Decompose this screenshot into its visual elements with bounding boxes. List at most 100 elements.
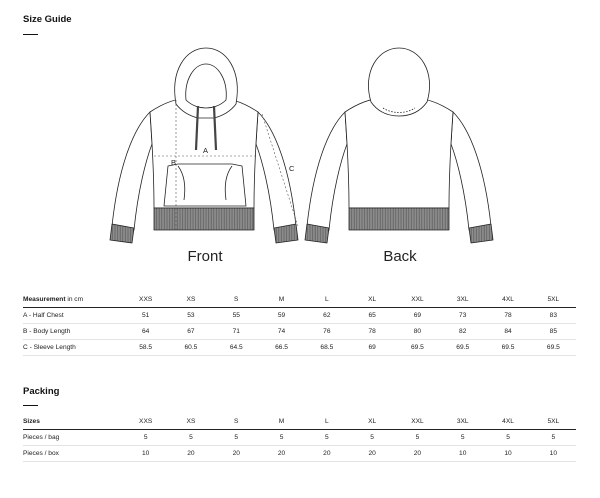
size-header: XL <box>349 414 395 430</box>
packing-title: Packing <box>23 386 60 397</box>
table-cell: 65 <box>349 307 395 324</box>
table-cell: 69.5 <box>530 339 576 356</box>
back-hem <box>348 207 450 231</box>
measurement-header-label: Measurement in cm <box>23 292 123 308</box>
table-cell: 20 <box>258 445 305 462</box>
table-cell: 78 <box>349 323 395 340</box>
table-cell: 5 <box>123 429 169 446</box>
table-row: A - Half Chest 51 53 55 59 62 65 69 73 7… <box>23 307 576 324</box>
table-cell: 69 <box>394 307 441 324</box>
size-guide-title: Size Guide <box>23 14 72 25</box>
front-hem <box>153 207 255 231</box>
table-cell: 82 <box>440 323 486 340</box>
size-header: XXL <box>394 414 441 430</box>
table-cell: 20 <box>168 445 214 462</box>
measurement-table: Measurement in cm XXS XS S M L XL XXL 3X… <box>23 292 576 356</box>
back-left-cuff <box>304 223 330 244</box>
table-cell: 69.5 <box>394 339 441 356</box>
dim-label-b: B <box>171 158 176 167</box>
table-cell: 5 <box>258 429 305 446</box>
size-header: 5XL <box>530 414 576 430</box>
table-cell: 5 <box>440 429 486 446</box>
table-cell: 20 <box>304 445 350 462</box>
table-cell: 83 <box>530 307 576 324</box>
back-left-sleeve <box>306 111 348 231</box>
packing-header-label: Sizes <box>23 414 123 430</box>
measurement-guides <box>154 100 299 230</box>
table-cell: 74 <box>258 323 305 340</box>
front-label: Front <box>187 248 223 265</box>
row-label: Pieces / box <box>23 445 123 462</box>
table-row: Pieces / box 10 20 20 20 20 20 20 10 10 … <box>23 445 576 462</box>
table-cell: 67 <box>168 323 214 340</box>
table-cell: 69.5 <box>485 339 531 356</box>
packing-table: Sizes XXS XS S M L XL XXL 3XL 4XL 5XL Pi… <box>23 414 576 462</box>
back-right-sleeve <box>450 111 492 231</box>
table-cell: 66.5 <box>258 339 305 356</box>
front-left-cuff <box>109 223 135 244</box>
size-header: S <box>213 292 259 308</box>
table-cell: 76 <box>304 323 350 340</box>
table-cell: 55 <box>213 307 259 324</box>
table-cell: 10 <box>530 445 576 462</box>
size-header: 3XL <box>440 414 486 430</box>
size-header: XXS <box>123 414 169 430</box>
table-cell: 5 <box>485 429 531 446</box>
row-label: B - Body Length <box>23 323 123 340</box>
table-cell: 10 <box>485 445 531 462</box>
measurement-header-row: Measurement in cm XXS XS S M L XL XXL 3X… <box>23 292 576 308</box>
size-header: M <box>258 292 305 308</box>
back-view-hoodie <box>304 47 494 244</box>
table-cell: 5 <box>394 429 441 446</box>
size-header: M <box>258 414 305 430</box>
front-right-cuff <box>273 223 299 244</box>
size-header: S <box>213 414 259 430</box>
size-header: XXL <box>394 292 441 308</box>
size-header: XXS <box>123 292 169 308</box>
table-cell: 71 <box>213 323 259 340</box>
size-header: L <box>304 292 350 308</box>
table-cell: 60.5 <box>168 339 214 356</box>
dim-label-c: C <box>289 164 295 173</box>
table-cell: 20 <box>349 445 395 462</box>
table-cell: 58.5 <box>123 339 169 356</box>
table-row: Pieces / bag 5 5 5 5 5 5 5 5 5 5 <box>23 429 576 446</box>
table-cell: 5 <box>530 429 576 446</box>
table-row: C - Sleeve Length 58.5 60.5 64.5 66.5 68… <box>23 339 576 356</box>
size-header: 5XL <box>530 292 576 308</box>
table-cell: 59 <box>258 307 305 324</box>
table-cell: 62 <box>304 307 350 324</box>
table-cell: 5 <box>168 429 214 446</box>
size-header: 3XL <box>440 292 486 308</box>
row-label: C - Sleeve Length <box>23 339 123 356</box>
row-label: Pieces / bag <box>23 429 123 446</box>
table-cell: 5 <box>213 429 259 446</box>
front-view-hoodie <box>109 47 299 244</box>
table-cell: 84 <box>485 323 531 340</box>
size-header: XL <box>349 292 395 308</box>
front-left-sleeve <box>111 111 153 231</box>
table-cell: 80 <box>394 323 441 340</box>
table-cell: 10 <box>440 445 486 462</box>
size-header: XS <box>168 292 214 308</box>
packing-header-row: Sizes XXS XS S M L XL XXL 3XL 4XL 5XL <box>23 414 576 430</box>
table-cell: 64 <box>123 323 169 340</box>
dim-label-a: A <box>203 146 208 155</box>
row-label: A - Half Chest <box>23 307 123 324</box>
table-cell: 5 <box>349 429 395 446</box>
table-cell: 73 <box>440 307 486 324</box>
back-right-cuff <box>468 223 494 244</box>
size-header: 4XL <box>485 414 531 430</box>
table-cell: 69.5 <box>440 339 486 356</box>
table-cell: 20 <box>213 445 259 462</box>
back-hood <box>368 47 430 117</box>
size-header: XS <box>168 414 214 430</box>
table-cell: 53 <box>168 307 214 324</box>
table-row: B - Body Length 64 67 71 74 76 78 80 82 … <box>23 323 576 340</box>
hoodie-technical-drawing: A B C <box>109 47 494 244</box>
table-cell: 64.5 <box>213 339 259 356</box>
table-cell: 69 <box>349 339 395 356</box>
table-cell: 51 <box>123 307 169 324</box>
table-cell: 5 <box>304 429 350 446</box>
size-header: 4XL <box>485 292 531 308</box>
